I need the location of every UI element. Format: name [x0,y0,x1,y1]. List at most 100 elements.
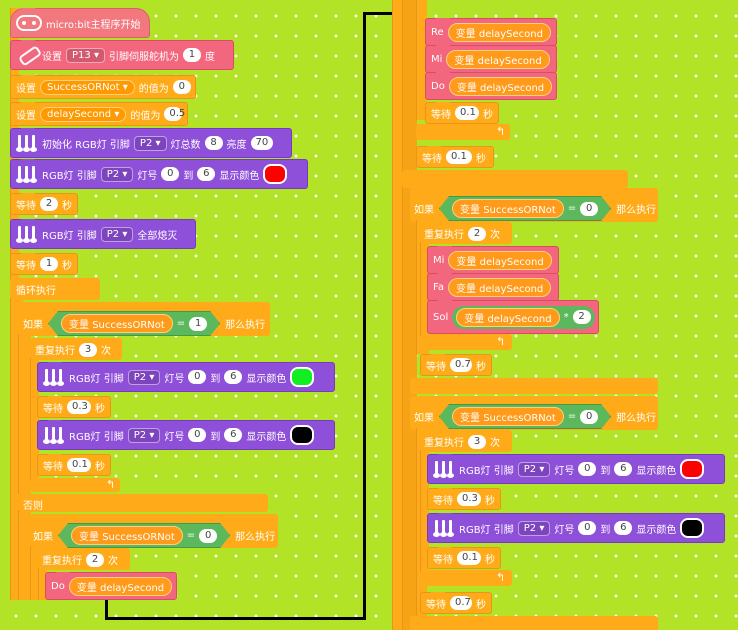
rgb-to-input[interactable]: 6 [614,521,633,535]
multiply-reporter[interactable]: 变量 delaySecond * 2 [452,305,595,329]
rgb-all-off-block[interactable]: RGB灯 引脚 P2 ▾ 全部熄灭 [10,219,196,249]
wait-seconds-input[interactable]: 1 [40,257,58,271]
variable-reporter[interactable]: 变量 delaySecond [447,22,551,42]
rgb-pin-dropdown[interactable]: P2 ▾ [517,461,551,477]
variable-dropdown[interactable]: delaySecond ▾ [40,106,127,122]
rgb-pin-dropdown[interactable]: P2 ▾ [133,135,167,151]
rgb-pin-dropdown[interactable]: P2 ▾ [127,369,161,385]
variable-reporter[interactable]: 变量 delaySecond [446,49,550,69]
start-hat-block[interactable]: micro:bit主程序开始 [10,8,150,38]
repeat-block[interactable]: 重复执行 2 次 [38,548,130,570]
variable-reporter[interactable]: 变量 delaySecond [448,250,552,270]
rgb-from-input[interactable]: 0 [578,521,597,535]
compare-value-input[interactable]: 0 [199,529,217,543]
set-value-input[interactable]: 0.5 [164,107,185,121]
repeat-block[interactable]: 重复执行 3 次 [420,430,512,452]
wait-seconds-input[interactable]: 0.1 [457,551,481,565]
wait-block[interactable]: 等待 0.7 秒 [420,354,492,376]
rgb-from-input[interactable]: 0 [161,167,180,181]
variable-reporter[interactable]: 变量 SuccessORNot [61,314,173,333]
rgb-show-green-block[interactable]: RGB灯 引脚 P2 ▾ 灯号 0 到 6 显示颜色 [37,362,335,392]
wait-block[interactable]: 等待 0.3 秒 [427,488,501,510]
compare-value-input[interactable]: 0 [580,410,598,424]
repeat-count-input[interactable]: 2 [86,552,104,567]
wait-block[interactable]: 等待 2 秒 [10,193,78,215]
wait-seconds-input[interactable]: 0.1 [455,106,479,120]
set-successornot-block[interactable]: 设置 SuccessORNot ▾ 的值为 0 [10,75,196,99]
wait-seconds-input[interactable]: 0.3 [457,492,481,506]
repeat-block[interactable]: 重复执行 3 次 [30,338,122,360]
equals-condition[interactable]: 变量 SuccessORNot = 0 [439,404,611,429]
set-value-input[interactable]: 0 [172,80,191,94]
repeat-block[interactable]: 重复执行 2 次 [420,222,512,244]
color-swatch-black[interactable] [290,425,315,445]
play-note-block[interactable]: Do 变量 delaySecond [45,572,177,600]
rgb-show-red-block[interactable]: RGB灯 引脚 P2 ▾ 灯号 0 到 6 显示颜色 [427,454,725,484]
variable-reporter[interactable]: 变量 delaySecond [456,307,560,327]
rgb-pin-dropdown[interactable]: P2 ▾ [517,520,551,536]
wait-seconds-input[interactable]: 2 [40,197,58,211]
equals-condition[interactable]: 变量 SuccessORNot = 1 [48,311,220,336]
wait-seconds-input[interactable]: 0.3 [67,400,91,414]
variable-reporter[interactable]: 变量 SuccessORNot [452,199,564,218]
wait-seconds-input[interactable]: 0.7 [450,358,472,372]
rgb-from-input[interactable]: 0 [578,462,597,476]
repeat-count-input[interactable]: 3 [468,434,486,449]
forever-loop-header[interactable]: 循环执行 [10,278,100,300]
wait-block[interactable]: 等待 0.7 秒 [420,592,492,614]
rgb-show-black-block[interactable]: RGB灯 引脚 P2 ▾ 灯号 0 到 6 显示颜色 [37,420,335,450]
play-note-block[interactable]: Mi 变量 delaySecond [425,45,557,73]
play-note-block[interactable]: Sol 变量 delaySecond * 2 [427,300,599,334]
rgb-init-block[interactable]: 初始化 RGB灯 引脚 P2 ▾ 灯总数 8 亮度 70 [10,128,292,158]
rgb-from-input[interactable]: 0 [188,370,207,384]
wait-block[interactable]: 等待 0.1 秒 [37,454,111,476]
rgb-to-input[interactable]: 6 [614,462,633,476]
compare-value-input[interactable]: 1 [189,317,207,331]
wait-block[interactable]: 等待 0.3 秒 [37,396,111,418]
wait-block[interactable]: 等待 0.1 秒 [427,547,501,569]
wait-seconds-input[interactable]: 0.1 [67,458,91,472]
repeat-count-input[interactable]: 2 [468,226,486,241]
servo-angle-input[interactable]: 1 [182,48,201,62]
play-note-block[interactable]: Mi 变量 delaySecond [427,246,559,274]
compare-value-input[interactable]: 0 [580,202,598,216]
servo-pin-dropdown[interactable]: P13 ▾ [66,47,105,63]
variable-reporter[interactable]: 变量 SuccessORNot [71,526,183,545]
wait-block[interactable]: 等待 1 秒 [10,253,78,275]
rgb-pin-dropdown[interactable]: P2 ▾ [127,427,161,443]
if-block[interactable]: 如果 变量 SuccessORNot = 1 那么执行 [18,302,270,336]
wait-seconds-input[interactable]: 0.1 [446,150,472,164]
rgb-pin-dropdown[interactable]: P2 ▾ [100,226,134,242]
rgb-to-input[interactable]: 6 [224,428,243,442]
if-block[interactable]: 如果 变量 SuccessORNot = 0 那么执行 [410,188,658,222]
rgb-brightness-input[interactable]: 70 [250,136,274,150]
rgb-to-input[interactable]: 6 [197,167,216,181]
repeat-count-input[interactable]: 3 [79,342,97,357]
rgb-count-input[interactable]: 8 [204,136,223,150]
wait-seconds-input[interactable]: 0.7 [450,596,472,610]
rgb-to-input[interactable]: 6 [224,370,243,384]
multiplier-input[interactable]: 2 [572,310,591,324]
set-delaysecond-block[interactable]: 设置 delaySecond ▾ 的值为 0.5 [10,102,188,126]
equals-condition[interactable]: 变量 SuccessORNot = 0 [58,523,230,548]
if-block[interactable]: 如果 变量 SuccessORNot = 0 那么执行 [410,396,658,430]
if-block[interactable]: 如果 变量 SuccessORNot = 0 那么执行 [30,514,278,548]
rgb-show-red-block[interactable]: RGB灯 引脚 P2 ▾ 灯号 0 到 6 显示颜色 [10,159,308,189]
rgb-pin-dropdown[interactable]: P2 ▾ [100,166,134,182]
servo-set-block[interactable]: 设置 P13 ▾ 引脚伺服舵机为 1 度 [10,40,234,70]
variable-reporter[interactable]: 变量 SuccessORNot [452,407,564,426]
wait-block[interactable]: 等待 0.1 秒 [416,146,494,168]
variable-reporter[interactable]: 变量 delaySecond [68,576,173,596]
color-swatch-black[interactable] [680,518,705,538]
rgb-from-input[interactable]: 0 [188,428,207,442]
wait-block[interactable]: 等待 0.1 秒 [425,102,499,124]
equals-condition[interactable]: 变量 SuccessORNot = 0 [439,196,611,221]
play-note-block[interactable]: Re 变量 delaySecond [425,18,557,46]
color-swatch-red[interactable] [680,459,705,479]
color-swatch-red[interactable] [263,164,288,184]
variable-reporter[interactable]: 变量 delaySecond [448,76,553,96]
variable-dropdown[interactable]: SuccessORNot ▾ [40,79,135,95]
color-swatch-green[interactable] [290,367,315,387]
variable-reporter[interactable]: 变量 delaySecond [447,277,552,297]
play-note-block[interactable]: Fa 变量 delaySecond [427,273,559,301]
